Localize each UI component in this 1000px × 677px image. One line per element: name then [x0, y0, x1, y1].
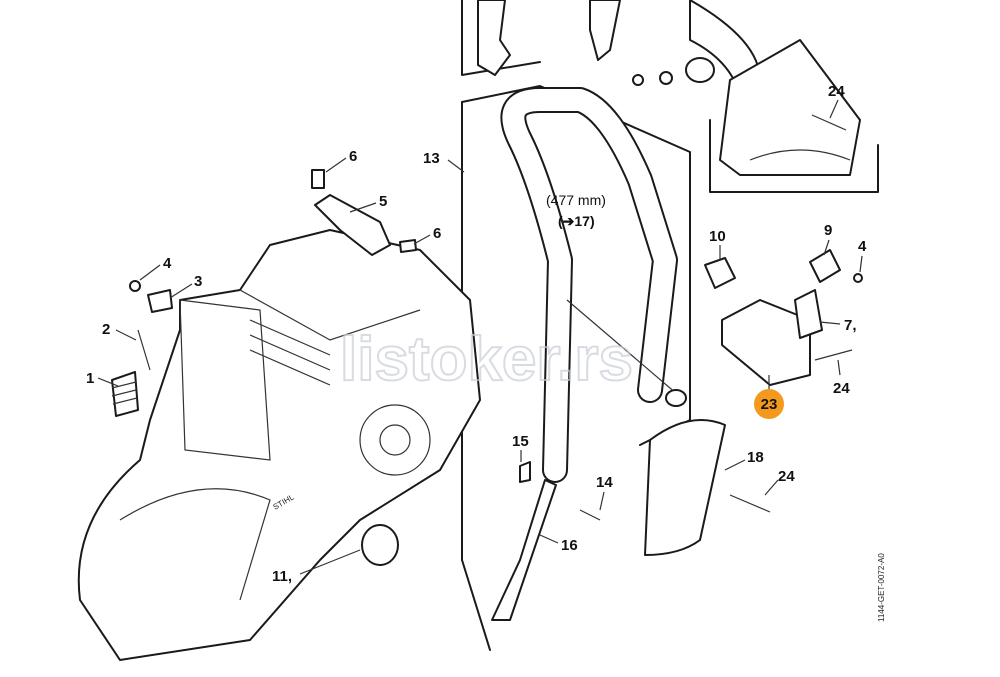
callout-24: 24 — [828, 83, 845, 100]
left-parts — [111, 169, 417, 566]
handlebar — [500, 87, 687, 483]
part-9 — [809, 249, 841, 283]
callout-23: 23 — [761, 396, 778, 413]
callout-3: 3 — [194, 273, 202, 290]
callout-4: 4 — [163, 255, 172, 272]
highlight-circle — [754, 389, 784, 419]
top-assembly — [477, 0, 861, 176]
part-10 — [704, 257, 736, 289]
callout-16: 16 — [561, 537, 578, 554]
reference-label: (➔17) — [558, 213, 595, 229]
callout-6: 6 — [433, 225, 441, 242]
callout-1: 1 — [86, 370, 94, 387]
callout-14: 14 — [596, 474, 613, 491]
right-parts — [491, 249, 863, 621]
callout-7: 7, — [844, 317, 857, 334]
callout-13: 13 — [423, 150, 440, 167]
callout-9: 9 — [824, 222, 832, 239]
dimension-label: (477 mm) — [546, 192, 606, 208]
callout-11: 11, — [272, 568, 292, 585]
screw-24-top — [811, 114, 847, 131]
leader-lines — [97, 99, 863, 575]
callout-labels: 1 2 3 4 5 6 6 13 10 9 4 7, 24 24 24 15 1… — [86, 83, 867, 585]
pin-2 — [137, 329, 151, 371]
cover-18 — [644, 419, 726, 556]
screw-24 — [729, 494, 771, 513]
screw-6b — [399, 239, 417, 253]
screw-14 — [579, 509, 601, 521]
callout-24: 24 — [778, 468, 795, 485]
chainsaw-body: STIHL — [77, 229, 481, 661]
callout-24: 24 — [833, 380, 850, 397]
callout-18: 18 — [747, 449, 764, 466]
callout-5: 5 — [379, 193, 387, 210]
callout-10: 10 — [709, 228, 726, 245]
callout-4: 4 — [858, 238, 867, 255]
highlighted-callout-23[interactable]: 23 — [754, 389, 784, 419]
callout-15: 15 — [512, 433, 529, 450]
callout-6: 6 — [349, 148, 357, 165]
sleeve-15 — [519, 461, 531, 483]
spring-1 — [111, 371, 139, 417]
part-23 — [721, 299, 811, 386]
screw-6 — [311, 169, 325, 189]
drawing-code: 1144-GET-0072-A0 — [877, 553, 886, 622]
plug-11 — [361, 524, 399, 566]
part-16 — [491, 479, 557, 621]
spring-7 — [794, 289, 823, 339]
part-3 — [147, 289, 173, 313]
callout-2: 2 — [102, 321, 110, 338]
frame-lines — [461, 0, 879, 651]
watermark: listoker.rs — [340, 325, 633, 394]
part-5 — [314, 194, 391, 256]
